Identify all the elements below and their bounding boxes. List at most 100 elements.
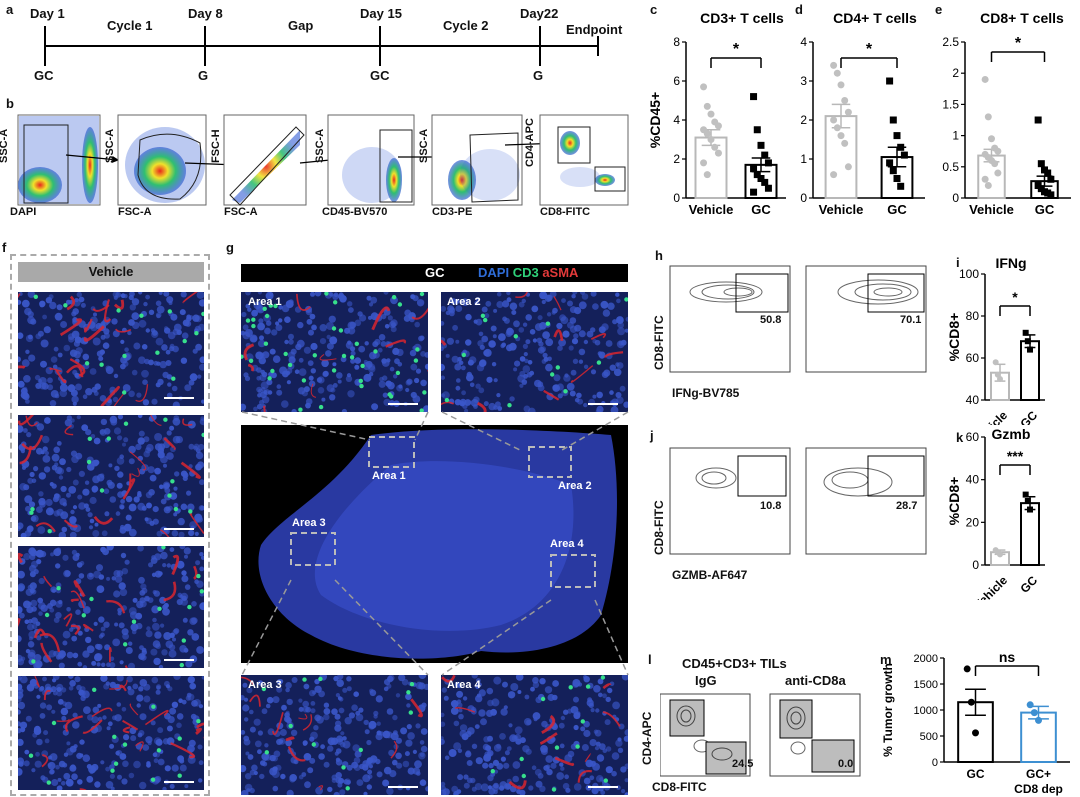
data-point	[889, 167, 897, 175]
y-tick-label: 100	[959, 267, 979, 281]
timeline-gap: Gap	[288, 18, 314, 33]
y-tick-label: 6	[673, 74, 680, 88]
timeline-endpoint: Endpoint	[566, 22, 623, 37]
area-4-image	[441, 675, 628, 795]
gate-4-ylabel: SSC-A	[314, 128, 326, 163]
panel-label-m: m	[880, 652, 892, 667]
area-1-label: Area 1	[248, 296, 282, 308]
data-point	[900, 151, 908, 159]
significance-label: ns	[999, 649, 1016, 665]
y-axis-label: % Tumor growth	[881, 663, 895, 757]
gate-2-xlabel: FSC-A	[118, 206, 152, 218]
timeline-cycle-1: Cycle 1	[107, 18, 153, 33]
data-point	[830, 171, 838, 179]
data-point	[1034, 116, 1042, 124]
gating-strategy	[17, 114, 629, 206]
gate-3-ylabel: FSC-H	[210, 129, 222, 163]
panel-label-c: c	[650, 2, 658, 17]
y-tick-label: 40	[966, 393, 980, 407]
data-point	[833, 69, 841, 77]
area-3-label: Area 3	[248, 679, 282, 691]
panel-label-e: e	[935, 2, 943, 17]
y-tick-label: 40	[966, 473, 980, 487]
data-point	[841, 139, 849, 147]
category-label: Vehicle	[971, 573, 1010, 600]
panel-label-f: f	[2, 240, 7, 255]
data-point	[700, 159, 708, 167]
category-label: Vehicle	[819, 202, 864, 217]
data-point	[984, 182, 992, 190]
significance-label: *	[866, 41, 873, 58]
panel-label-b: b	[6, 96, 14, 111]
significance-label: *	[1015, 35, 1022, 52]
y-tick-label: 0	[800, 191, 807, 205]
data-point	[897, 143, 905, 151]
data-point	[714, 122, 722, 130]
til-igg-value: 24.5	[732, 758, 754, 770]
vehicle-image-4	[18, 676, 204, 790]
tumor-overview	[241, 425, 628, 663]
area-3-image	[241, 675, 428, 795]
ifng-vehicle-value: 50.8	[760, 314, 782, 326]
area-1-image	[241, 292, 428, 412]
til-ylabel: CD4-APC	[640, 711, 654, 765]
y-tick-label: 4	[800, 35, 807, 49]
data-point	[703, 102, 711, 110]
y-tick-label: 1	[800, 152, 807, 166]
data-point	[893, 175, 901, 182]
gate-5-xlabel: CD3-PE	[432, 206, 473, 218]
gzmb-xlabel: GZMB-AF647	[672, 568, 748, 582]
zoom-lines	[241, 411, 629, 451]
data-point	[700, 83, 708, 91]
data-point	[1044, 169, 1052, 177]
category-label: GC	[1017, 408, 1040, 425]
data-point	[750, 93, 758, 101]
category-label: GC	[751, 202, 771, 217]
panel-label-d: d	[795, 2, 803, 17]
panel-label-l: l	[648, 652, 652, 667]
y-tick-label: 2	[673, 152, 680, 166]
til-title: CD45+CD3+ TILs	[682, 656, 787, 671]
timeline-day-15: Day 15	[360, 6, 402, 21]
y-tick-label: 0	[932, 757, 938, 769]
gc-header-bar	[241, 264, 628, 282]
panel-label-h: h	[655, 248, 663, 263]
data-point	[750, 165, 758, 173]
data-point	[844, 163, 852, 171]
panel-label-g: g	[226, 240, 234, 255]
data-point	[844, 108, 852, 116]
y-tick-label: 0.5	[942, 160, 959, 174]
y-tick-label: 3	[800, 74, 807, 88]
timeline-treatment-1: GC	[34, 68, 54, 83]
gate-6-xlabel: CD8-FITC	[540, 206, 591, 218]
data-point	[753, 126, 761, 134]
data-point	[1024, 498, 1031, 504]
data-point	[1027, 346, 1033, 353]
data-point	[757, 141, 765, 149]
data-point	[761, 151, 769, 159]
chart-title: CD8+ T cells	[980, 10, 1064, 26]
chart-title: Gzmb	[992, 426, 1031, 442]
bar-1	[824, 115, 858, 199]
timeline-day-22: Day22	[520, 6, 559, 21]
data-point	[1022, 491, 1029, 498]
channel-legend: DAPI CD3 aSMA	[478, 264, 578, 282]
data-point	[714, 149, 722, 157]
gzmb-gc-value: 28.7	[896, 500, 918, 512]
data-point	[991, 160, 999, 168]
gate-1-ylabel: SSC-A	[0, 128, 10, 163]
data-point	[992, 359, 999, 366]
chart-title: IFNg	[995, 255, 1026, 271]
data-point	[707, 136, 715, 143]
timeline	[44, 26, 599, 66]
data-point	[997, 551, 1003, 558]
y-axis-label: %CD8+	[946, 313, 962, 362]
y-tick-label: 2.5	[942, 35, 959, 49]
